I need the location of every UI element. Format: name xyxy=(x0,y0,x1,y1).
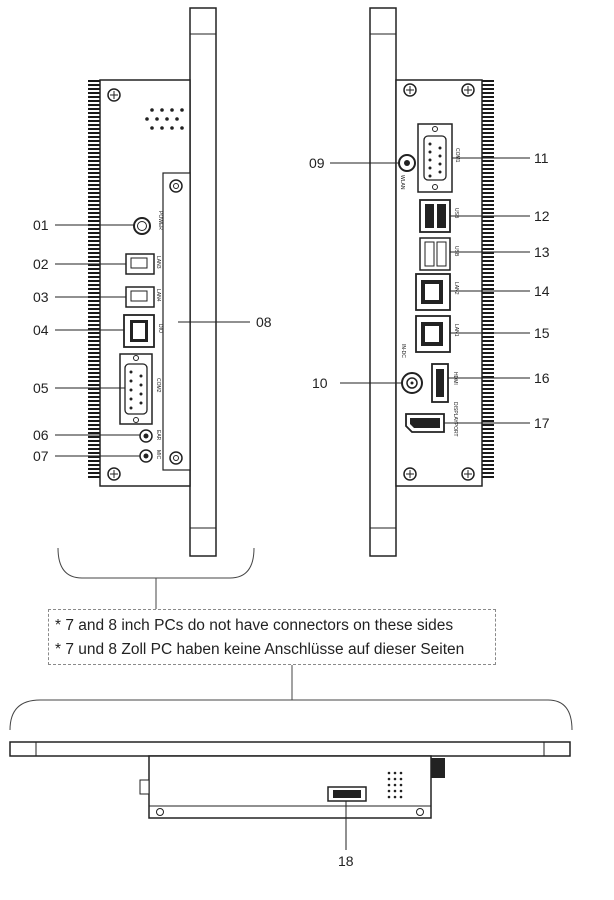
screw-icon xyxy=(169,179,183,193)
callout-03: 03 xyxy=(33,289,49,305)
lan4-port-label: LAN4 xyxy=(155,289,161,302)
callout-08: 08 xyxy=(256,314,272,330)
screw-icon xyxy=(403,83,417,97)
power-port-label: POWER xyxy=(157,211,163,230)
screw-icon xyxy=(403,467,417,481)
callout-14: 14 xyxy=(534,283,550,299)
vent-holes xyxy=(145,108,184,130)
left-side-view: POWER LAN3 LAN4 DIO COM2 EAR MIC xyxy=(33,7,272,557)
mic-port-label: MIC xyxy=(155,450,161,460)
callout-10: 10 xyxy=(312,375,328,391)
callout-15: 15 xyxy=(534,325,550,341)
screw-icon xyxy=(461,83,475,97)
screw-icon xyxy=(156,808,164,816)
usb-port-label-2: USB xyxy=(453,246,459,257)
callout-04: 04 xyxy=(33,322,49,338)
callout-07: 07 xyxy=(33,448,49,464)
displayport-port-label: DISPLAYPORT xyxy=(452,402,458,437)
displayport-icon xyxy=(405,413,445,433)
lan1-port-label: LAN1 xyxy=(453,324,459,337)
com2-port-icon xyxy=(119,353,153,425)
bottom-left-foot xyxy=(139,779,150,795)
lan3-port-label: LAN3 xyxy=(155,256,161,269)
dio-port-icon xyxy=(123,314,155,348)
screw-icon xyxy=(107,88,121,102)
bottom-chassis xyxy=(148,755,432,819)
bottom-frame-bar xyxy=(9,741,571,757)
bottom-connector-icon xyxy=(327,786,367,802)
wlan-port-label: WLAN xyxy=(399,175,405,190)
usb-port-label-1: USB xyxy=(453,208,459,219)
right-side-view: COM1 WLAN USB USB LAN2 LAN1 IN-DC HDMI D… xyxy=(309,7,550,557)
lan1-port-icon xyxy=(415,315,451,353)
right-frame-bar xyxy=(369,7,397,557)
usb-port-pair-2-icon xyxy=(419,237,451,271)
dc-in-port-label: IN-DC xyxy=(400,344,406,358)
lan2-port-icon xyxy=(415,273,451,311)
com1-port-label: COM1 xyxy=(454,148,460,163)
ear-jack-icon xyxy=(139,429,153,443)
left-frame-bar xyxy=(189,7,217,557)
screw-icon xyxy=(416,808,424,816)
callout-16: 16 xyxy=(534,370,550,386)
bottom-vent-holes xyxy=(387,771,403,799)
right-heatsink-ribs xyxy=(482,80,494,480)
callout-17: 17 xyxy=(534,415,550,431)
callout-01: 01 xyxy=(33,217,49,233)
note-english: * 7 and 8 inch PCs do not have connector… xyxy=(55,617,454,634)
right-leader-lines xyxy=(330,157,530,424)
callout-06: 06 xyxy=(33,427,49,443)
bottom-right-knob xyxy=(431,758,445,778)
dio-port-label: DIO xyxy=(157,324,163,333)
left-leader-lines xyxy=(55,224,250,457)
callout-02: 02 xyxy=(33,256,49,272)
note-german: * 7 und 8 Zoll PC haben keine Anschlüsse… xyxy=(55,641,465,658)
ear-port-label: EAR xyxy=(155,430,161,441)
callout-13: 13 xyxy=(534,244,550,260)
hdmi-port-icon xyxy=(431,363,449,403)
com1-port-icon xyxy=(417,123,453,193)
callout-18: 18 xyxy=(338,853,354,869)
callout-05: 05 xyxy=(33,380,49,396)
bottom-view-brace xyxy=(9,699,573,731)
callout-11: 11 xyxy=(534,150,549,166)
callout-12: 12 xyxy=(534,208,550,224)
side-connector-note: * 7 and 8 inch PCs do not have connector… xyxy=(48,609,496,665)
callout-09: 09 xyxy=(309,155,325,171)
side-views-brace xyxy=(57,547,255,579)
screw-icon xyxy=(461,467,475,481)
bottom-view: 18 xyxy=(9,741,571,869)
power-button-icon xyxy=(133,217,151,235)
left-heatsink-ribs xyxy=(88,80,100,480)
screw-icon xyxy=(107,467,121,481)
screw-icon xyxy=(169,451,183,465)
lan2-port-label: LAN2 xyxy=(453,282,459,295)
com2-port-label: COM2 xyxy=(155,378,161,393)
wlan-antenna-icon xyxy=(398,154,416,172)
